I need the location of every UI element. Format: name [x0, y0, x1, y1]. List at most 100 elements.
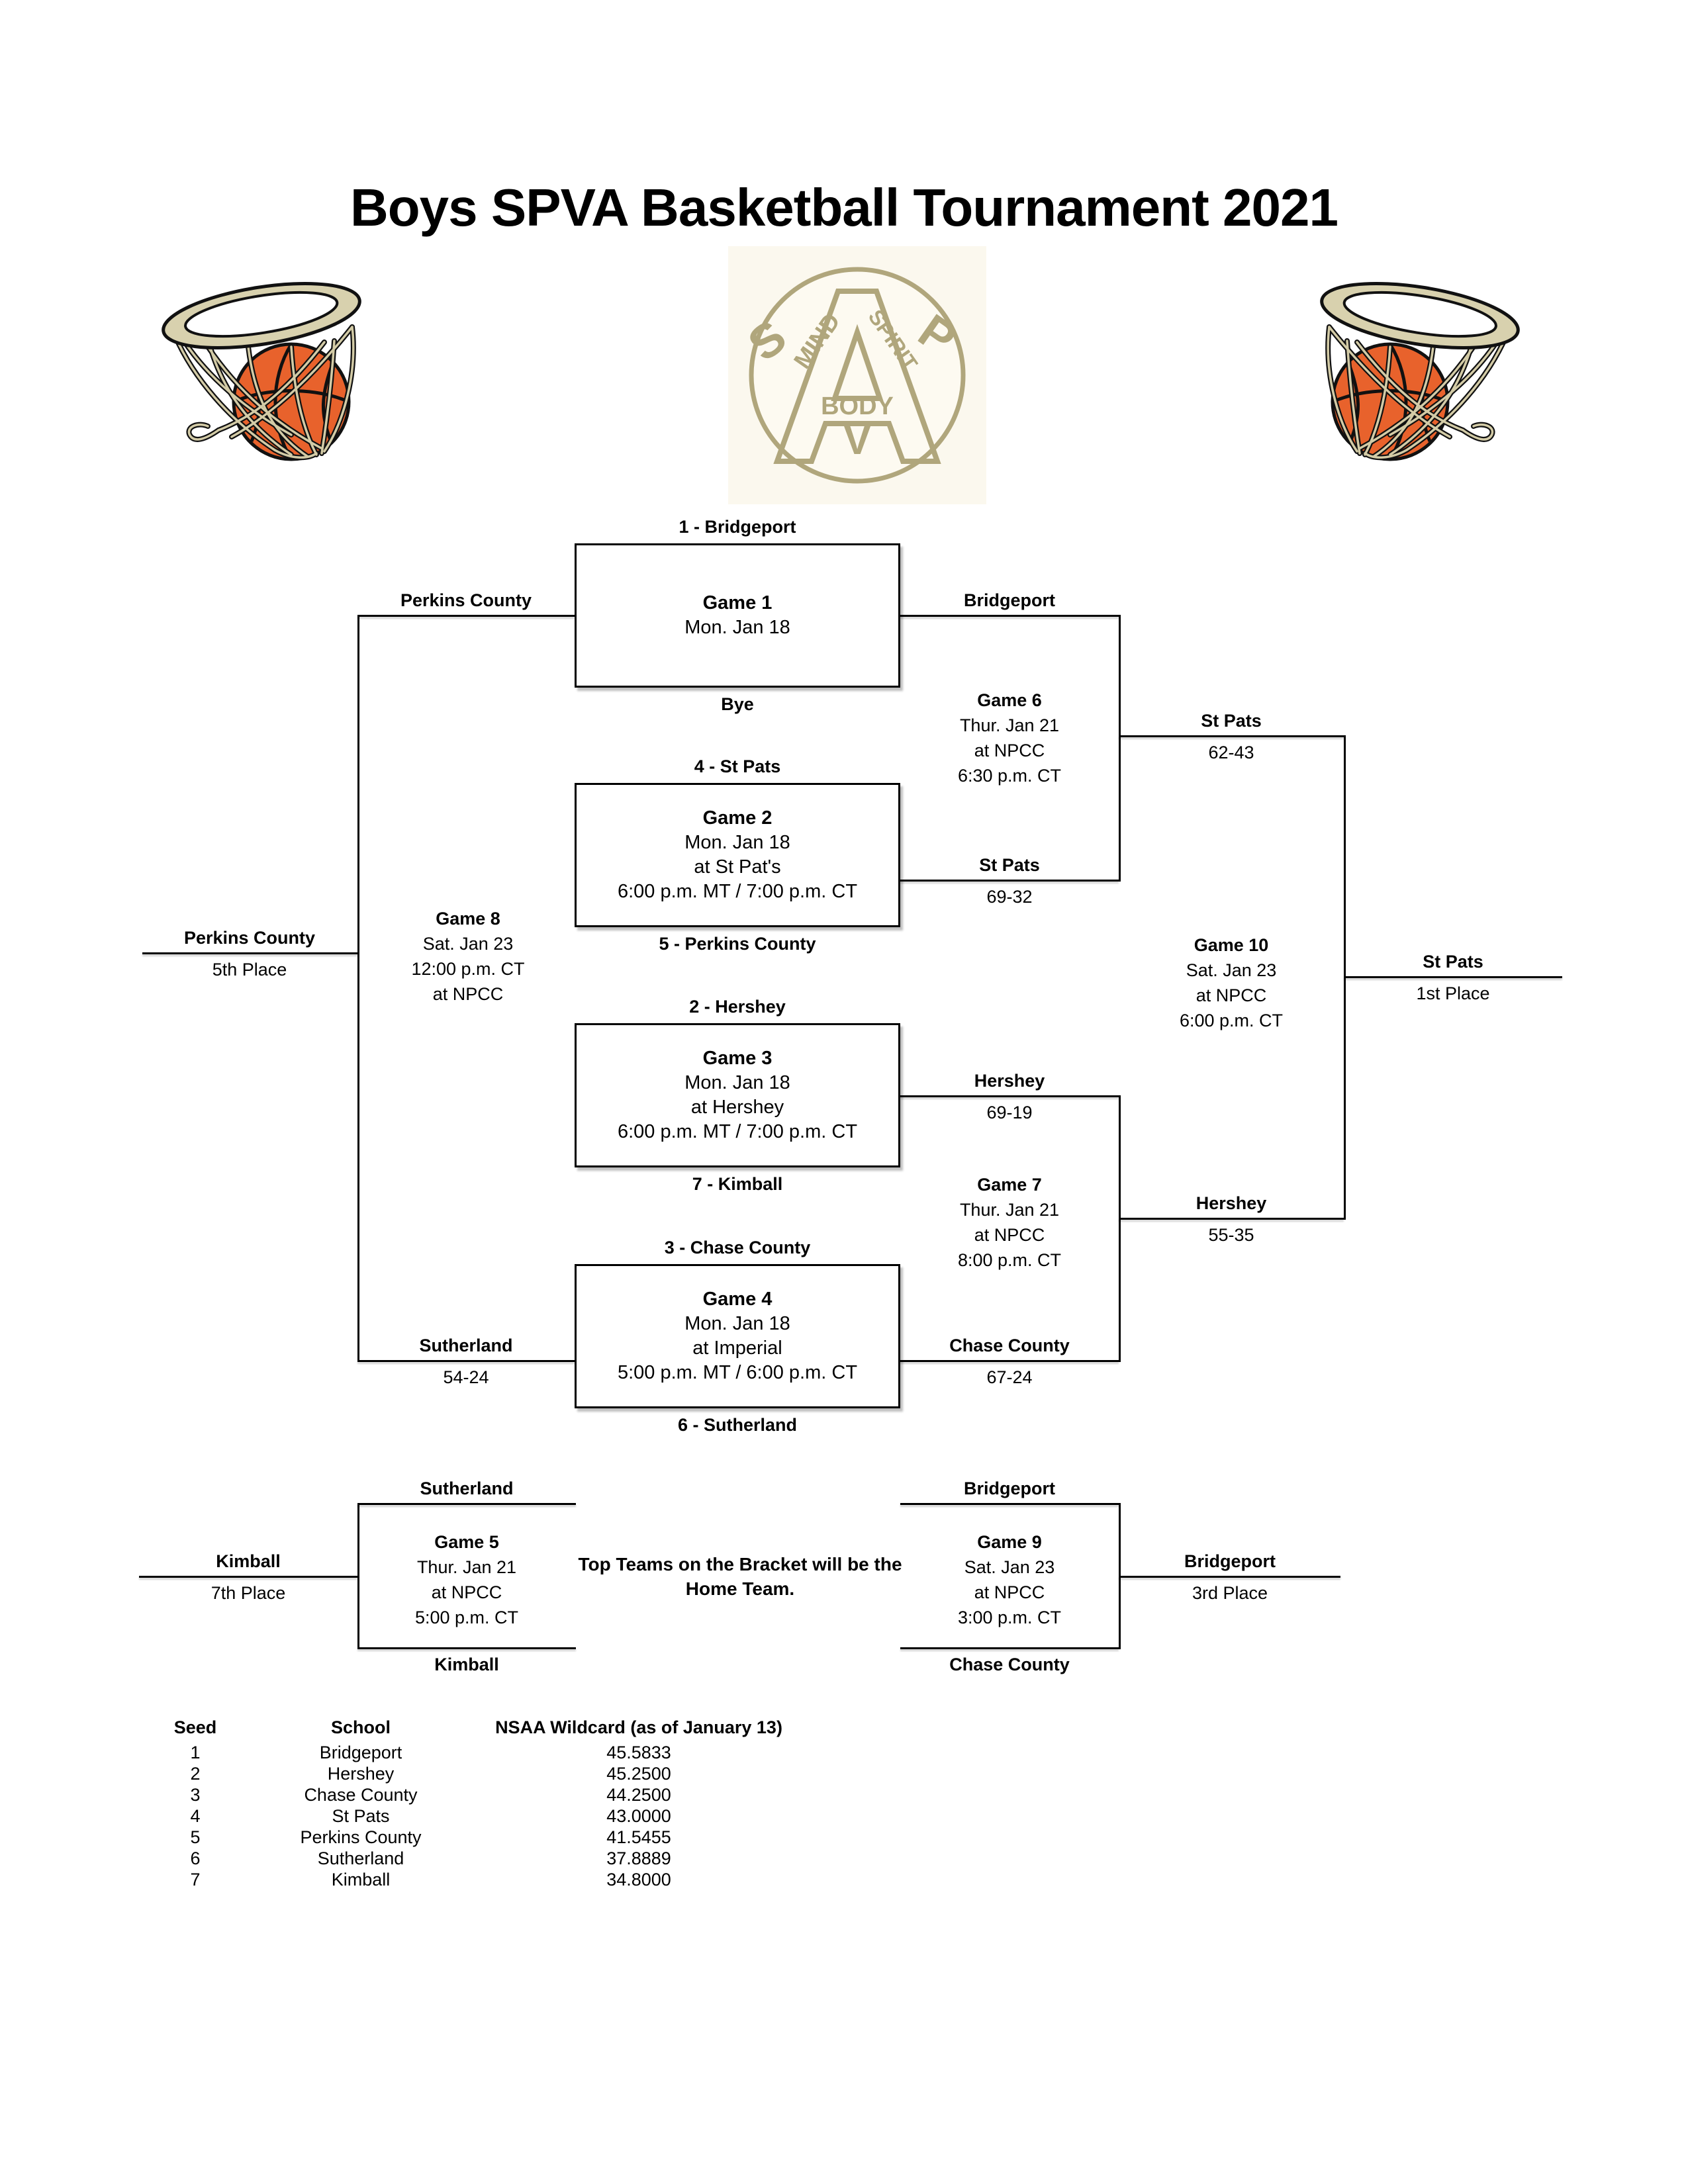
slot-g9-top: Bridgeport [964, 1479, 1055, 1498]
school-cell: Sutherland [317, 1848, 404, 1868]
slot-g4-winner-score: 67-24 [986, 1367, 1033, 1387]
bracket-line-g5-top [357, 1503, 576, 1505]
game4-venue: at Imperial [692, 1338, 782, 1359]
game4-date: Mon. Jan 18 [684, 1313, 790, 1334]
school-cell: Hershey [327, 1764, 395, 1784]
game7-date: Thur. Jan 21 [959, 1200, 1060, 1220]
home-team-note: Top Teams on the Bracket will be the Hom… [555, 1552, 925, 1601]
bracket-connector-game10 [1344, 735, 1346, 1220]
bracket-connector-game5 [357, 1503, 359, 1649]
seed-cell: 3 [190, 1785, 201, 1805]
game4-box: Game 4 Mon. Jan 18 at Imperial 5:00 p.m.… [575, 1264, 900, 1408]
basketball-net-icon [1291, 253, 1542, 478]
seed-label-bottom-game2: 5 - Perkins County [659, 934, 816, 954]
bracket-line-champion [1344, 976, 1562, 978]
slot-g5-winner-place: 7th Place [211, 1583, 286, 1603]
seed-cell: 6 [190, 1848, 201, 1868]
seed-table: Seed School NSAA Wildcard (as of January… [119, 1715, 827, 1890]
game9-venue: at NPCC [974, 1582, 1045, 1602]
game9-info: Game 9 Sat. Jan 23 at NPCC 3:00 p.m. CT [864, 1529, 1155, 1630]
seed-table-header-school: School [330, 1717, 391, 1737]
slot-5th-place-label: 5th Place [212, 960, 287, 979]
game8-name: Game 8 [436, 909, 500, 929]
game10-venue: at NPCC [1196, 985, 1267, 1005]
slot-champion: St Pats [1423, 952, 1483, 972]
game10-time: 6:00 p.m. CT [1179, 1011, 1284, 1030]
bracket-line-5th-place [142, 952, 357, 954]
game7-time: 8:00 p.m. CT [957, 1250, 1062, 1270]
bracket-connector-game7 [1119, 1095, 1121, 1362]
seed-label-top-game4: 3 - Chase County [664, 1238, 811, 1257]
bracket-connector-game8 [357, 615, 359, 1362]
slot-g9-winner-place: 3rd Place [1192, 1583, 1268, 1603]
slot-g7-winner-score: 55-35 [1208, 1225, 1254, 1245]
seed-cell: 1 [190, 1743, 201, 1762]
slot-g6-winner: St Pats [1201, 711, 1262, 731]
game8-venue: at NPCC [432, 984, 504, 1004]
slot-g9-winner: Bridgeport [1184, 1551, 1276, 1571]
slot-g2-winner: St Pats [979, 855, 1040, 875]
seed-cell: 2 [190, 1764, 201, 1784]
game3-box: Game 3 Mon. Jan 18 at Hershey 6:00 p.m. … [575, 1023, 900, 1167]
seed-cell: 7 [190, 1870, 201, 1889]
game4-name: Game 4 [702, 1289, 773, 1310]
slot-r1-perkins: Perkins County [400, 590, 532, 610]
slot-g5-bottom: Kimball [434, 1655, 499, 1674]
school-cell: Chase County [304, 1785, 418, 1805]
game10-name: Game 10 [1194, 935, 1269, 955]
game4-time: 5:00 p.m. MT / 6:00 p.m. CT [617, 1362, 858, 1383]
bracket-line-g3-winner [900, 1095, 1119, 1097]
game1-date: Mon. Jan 18 [684, 617, 790, 638]
wildcard-cell: 45.5833 [606, 1743, 671, 1762]
slot-g2-winner-score: 69-32 [986, 887, 1033, 907]
game5-time: 5:00 p.m. CT [414, 1608, 519, 1627]
seed-label-bottom-game4: 6 - Sutherland [677, 1415, 798, 1435]
game6-name: Game 6 [977, 690, 1042, 710]
game5-date: Thur. Jan 21 [416, 1557, 517, 1577]
bracket-line-r1-bridgeport [900, 615, 1119, 617]
game7-info: Game 7 Thur. Jan 21 at NPCC 8:00 p.m. CT [864, 1172, 1155, 1273]
game2-box: Game 2 Mon. Jan 18 at St Pat's 6:00 p.m.… [575, 783, 900, 927]
school-cell: St Pats [332, 1806, 390, 1826]
game1-box: Game 1 Mon. Jan 18 [575, 543, 900, 688]
wildcard-cell: 34.8000 [606, 1870, 671, 1889]
slot-g4-loser-score: 54-24 [443, 1367, 489, 1387]
slot-g3-winner: Hershey [974, 1071, 1045, 1091]
slot-g5-winner: Kimball [216, 1551, 281, 1571]
slot-g9-bottom: Chase County [949, 1655, 1070, 1674]
slot-g3-winner-score: 69-19 [986, 1103, 1033, 1122]
school-cell: Kimball [331, 1870, 391, 1889]
bracket-connector-game9 [1119, 1503, 1121, 1649]
slot-r1-bridgeport: Bridgeport [964, 590, 1055, 610]
game7-venue: at NPCC [974, 1225, 1045, 1245]
basketball-net-icon [162, 281, 361, 461]
bracket-line-g5-winner [139, 1576, 357, 1578]
game9-time: 3:00 p.m. CT [957, 1608, 1062, 1627]
seed-label-top-game2: 4 - St Pats [694, 756, 781, 776]
game8-info: Game 8 Sat. Jan 23 12:00 p.m. CT at NPCC [322, 906, 614, 1007]
bracket-line-g9-bottom [900, 1647, 1119, 1649]
seed-table-header-wildcard: NSAA Wildcard (as of January 13) [495, 1717, 782, 1737]
seed-label-bottom-game3: 7 - Kimball [692, 1174, 783, 1194]
seed-label-top-game3: 2 - Hershey [689, 997, 786, 1017]
logo-letter-v: V [843, 418, 870, 463]
game6-venue: at NPCC [974, 741, 1045, 760]
wildcard-cell: 41.5455 [606, 1827, 671, 1847]
slot-g7-winner: Hershey [1196, 1193, 1267, 1213]
game5-name: Game 5 [434, 1532, 499, 1552]
school-cell: Perkins County [300, 1827, 422, 1847]
game1-name: Game 1 [702, 592, 773, 614]
game3-name: Game 3 [702, 1048, 773, 1069]
home-team-note-line2: Home Team. [685, 1578, 795, 1599]
spva-logo: MIND SPIRIT BODY S P V [728, 246, 986, 504]
game10-info: Game 10 Sat. Jan 23 at NPCC 6:00 p.m. CT [1086, 933, 1377, 1033]
seed-cell: 4 [190, 1806, 201, 1826]
wildcard-cell: 45.2500 [606, 1764, 671, 1784]
bracket-line-g6-winner [1119, 735, 1344, 737]
bracket-line-g2-winner [900, 880, 1119, 882]
seed-cell: 5 [190, 1827, 201, 1847]
school-cell: Bridgeport [319, 1743, 402, 1762]
bracket-line-g5-bottom [357, 1647, 576, 1649]
logo-word-body: BODY [821, 392, 894, 420]
bracket-connector-game6 [1119, 615, 1121, 882]
